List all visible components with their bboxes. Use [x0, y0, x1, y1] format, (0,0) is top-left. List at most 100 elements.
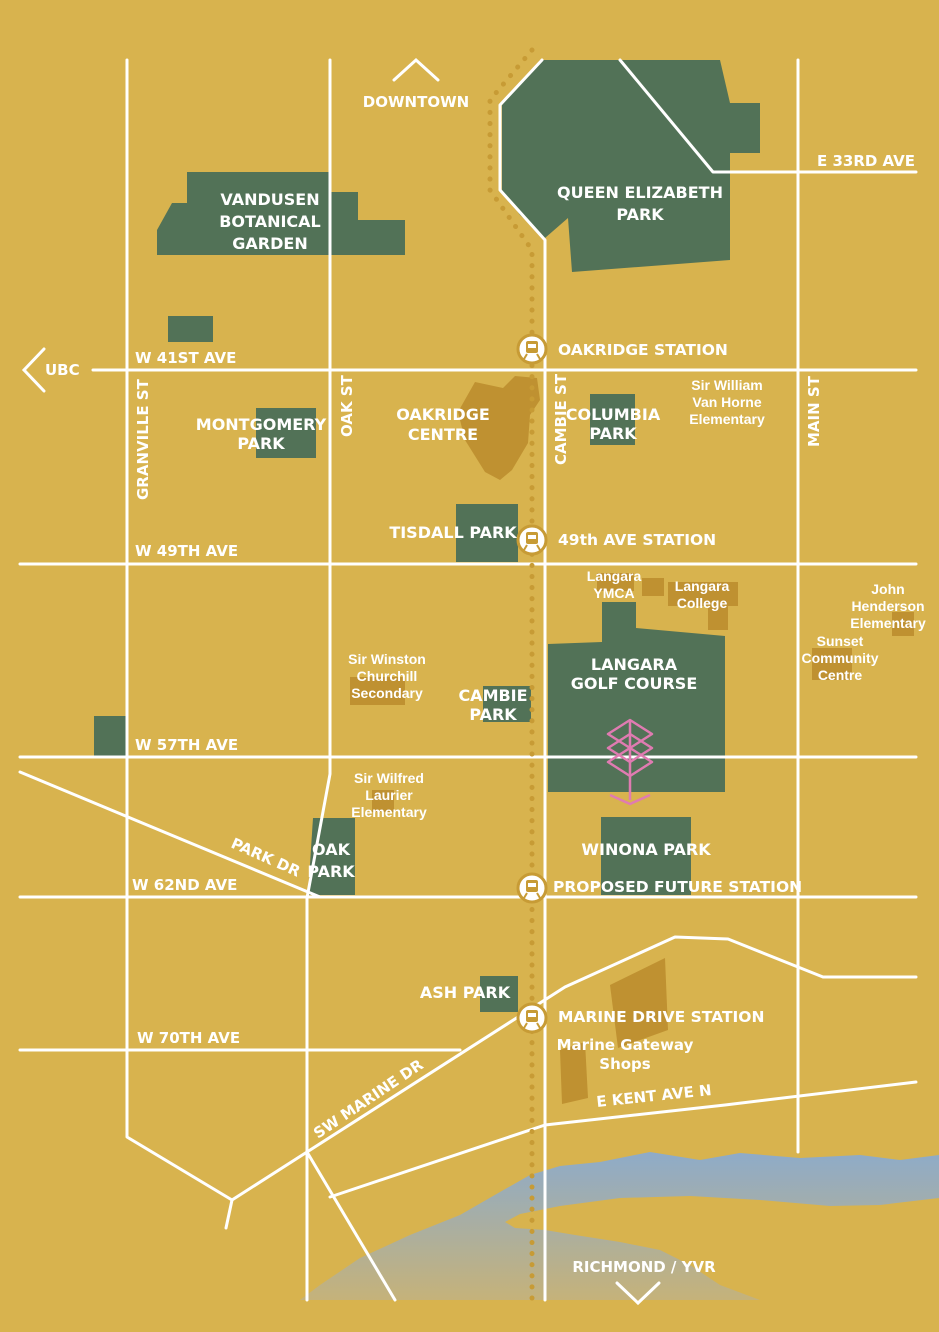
- svg-text:CENTRE: CENTRE: [408, 425, 478, 444]
- svg-text:CAMBIE: CAMBIE: [458, 686, 527, 705]
- buildings: [350, 376, 914, 1104]
- road-e-kent: [328, 1080, 918, 1199]
- svg-text:Marine Gateway: Marine Gateway: [557, 1036, 694, 1054]
- park-label-montgomery: MONTGOMERY PARK: [196, 415, 327, 453]
- place-label-van-horne: Sir William Van Horne Elementary: [689, 377, 765, 427]
- street-label-oak: OAK ST: [338, 374, 356, 437]
- south-direction-label: RICHMOND / YVR: [572, 1258, 716, 1276]
- svg-text:GOLF COURSE: GOLF COURSE: [571, 674, 698, 693]
- langara-golf-course: [548, 602, 725, 792]
- svg-text:Sir Winston: Sir Winston: [348, 651, 426, 667]
- street-label-w62nd: W 62ND AVE: [132, 876, 237, 894]
- svg-text:Langara: Langara: [675, 578, 730, 594]
- road-park-dr: [18, 770, 322, 899]
- svg-text:Churchill: Churchill: [357, 668, 418, 684]
- parks: [94, 60, 760, 1012]
- station-label-marine: MARINE DRIVE STATION: [558, 1008, 764, 1026]
- street-label-e33rd: E 33RD AVE: [817, 152, 915, 170]
- svg-text:MONTGOMERY: MONTGOMERY: [196, 415, 327, 434]
- svg-text:Henderson: Henderson: [851, 598, 924, 614]
- park-label-columbia: COLUMBIA PARK: [566, 405, 661, 443]
- park-label-winona: WINONA PARK: [581, 840, 711, 859]
- direction-arrows: [21, 57, 661, 1306]
- svg-text:Laurier: Laurier: [365, 787, 413, 803]
- langara-ymca-building: [597, 573, 634, 591]
- svg-text:YMCA: YMCA: [593, 585, 634, 601]
- station-label-49th: 49th AVE STATION: [558, 531, 716, 549]
- street-label-w41st: W 41ST AVE: [135, 349, 236, 367]
- marine-gateway-building-2: [560, 1042, 588, 1104]
- fraser-river: [300, 1152, 939, 1300]
- ash-park: [480, 976, 518, 1012]
- station-label-future: PROPOSED FUTURE STATION: [553, 878, 802, 896]
- road-e33rd: [618, 58, 918, 174]
- svg-text:GARDEN: GARDEN: [232, 234, 307, 253]
- svg-text:Centre: Centre: [818, 667, 863, 683]
- road-connector: [305, 1150, 397, 1302]
- vandusen-garden: [157, 172, 405, 255]
- svg-text:PARK: PARK: [469, 705, 517, 724]
- svg-text:Sir Wilfred: Sir Wilfred: [354, 770, 424, 786]
- place-label-oakridge-centre: OAKRIDGE CENTRE: [396, 405, 490, 444]
- svg-text:Community: Community: [802, 650, 879, 666]
- svg-text:Secondary: Secondary: [351, 685, 423, 701]
- north-arrow-icon: [392, 57, 440, 82]
- churchill-building: [350, 677, 405, 705]
- svg-text:Sunset: Sunset: [817, 633, 864, 649]
- svg-text:PARK: PARK: [237, 434, 285, 453]
- park-label-cambie: CAMBIE PARK: [458, 686, 527, 724]
- street-label-granville: GRANVILLE ST: [134, 378, 152, 500]
- street-label-cambie: CAMBIE ST: [552, 373, 570, 465]
- park-label-vandusen: VANDUSEN BOTANICAL GARDEN: [219, 190, 321, 253]
- station-icon-49th: [516, 524, 548, 556]
- queen-elizabeth-park: [502, 60, 760, 272]
- small-park-57th: [94, 716, 126, 756]
- skytrain-line: [487, 47, 535, 1311]
- langara-college-building-2: [708, 600, 728, 630]
- winona-park: [601, 817, 691, 895]
- laurier-building: [372, 790, 394, 812]
- station-icon-oakridge: [516, 333, 548, 365]
- road-oak: [305, 58, 332, 1302]
- svg-text:PARK: PARK: [589, 424, 637, 443]
- place-label-churchill: Sir Winston Churchill Secondary: [348, 651, 426, 701]
- road-granville: [125, 58, 234, 1230]
- svg-text:Sir William: Sir William: [691, 377, 762, 393]
- svg-text:PARK: PARK: [616, 205, 664, 224]
- svg-text:Shops: Shops: [599, 1055, 651, 1073]
- west-direction-label: UBC: [45, 361, 80, 379]
- place-label-langara-ymca: Langara YMCA: [587, 568, 642, 601]
- svg-text:Van Horne: Van Horne: [692, 394, 761, 410]
- south-arrow-icon: [615, 1281, 661, 1306]
- park-label-ash: ASH PARK: [420, 983, 511, 1002]
- place-label-sunset: Sunset Community Centre: [802, 633, 879, 683]
- park-label-langara-golf: LANGARA GOLF COURSE: [571, 655, 698, 693]
- henderson-building: [892, 612, 914, 636]
- svg-text:OAK: OAK: [312, 840, 351, 859]
- svg-text:VANDUSEN: VANDUSEN: [220, 190, 319, 209]
- svg-text:Langara: Langara: [587, 568, 642, 584]
- street-label-w49th: W 49TH AVE: [135, 542, 238, 560]
- station-icon-marine: [516, 1002, 548, 1034]
- langara-building-2: [642, 578, 664, 596]
- svg-text:John: John: [871, 581, 904, 597]
- street-label-w57th: W 57TH AVE: [135, 736, 238, 754]
- roads: [18, 58, 918, 1302]
- marine-gateway-building: [610, 958, 668, 1048]
- columbia-park: [590, 394, 635, 445]
- park-label-queen-elizabeth: QUEEN ELIZABETH PARK: [557, 183, 723, 224]
- svg-text:BOTANICAL: BOTANICAL: [219, 212, 321, 231]
- svg-text:Elementary: Elementary: [850, 615, 926, 631]
- station-icons: [516, 333, 548, 1034]
- sunset-building: [812, 648, 852, 680]
- park-label-tisdall: TISDALL PARK: [389, 523, 517, 542]
- street-label-w70th: W 70TH AVE: [137, 1029, 240, 1047]
- site-marker-icon: [606, 718, 654, 806]
- svg-text:Elementary: Elementary: [351, 804, 427, 820]
- svg-text:LANGARA: LANGARA: [591, 655, 678, 674]
- cambie-park: [483, 686, 531, 722]
- svg-text:QUEEN ELIZABETH: QUEEN ELIZABETH: [557, 183, 723, 202]
- svg-text:College: College: [677, 595, 728, 611]
